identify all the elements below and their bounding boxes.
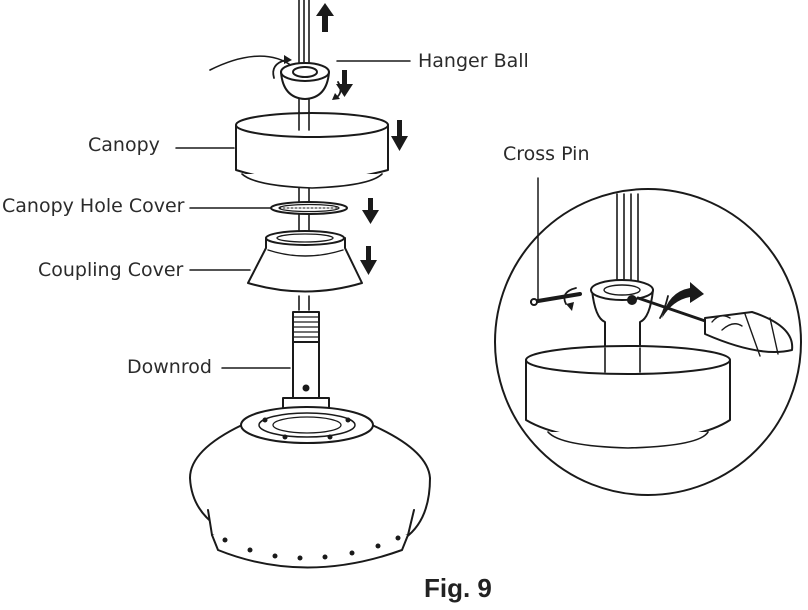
label-coupling-cover: Coupling Cover (38, 259, 184, 281)
canopy (235, 111, 389, 189)
canopy-hole-cover (270, 201, 348, 215)
down-arrow-icon (336, 70, 353, 97)
down-arrow-icon (391, 120, 408, 151)
down-arrow-icon (360, 246, 377, 275)
label-canopy: Canopy (88, 134, 160, 156)
label-canopy-hole-cover: Canopy Hole Cover (2, 195, 185, 217)
up-arrow-icon (316, 3, 334, 32)
curved-arrow-icon (662, 282, 704, 318)
figure-caption: Fig. 9 (424, 573, 492, 603)
downrod (282, 311, 330, 421)
label-cross-pin: Cross Pin (503, 143, 590, 165)
hanger-ball (280, 62, 330, 100)
label-hanger-ball: Hanger Ball (418, 50, 529, 72)
inset-canopy (525, 345, 731, 449)
down-arrow-icon (362, 198, 379, 224)
rotate-arrow-icon (563, 287, 669, 319)
inset-wires (616, 193, 639, 283)
label-downrod: Downrod (127, 356, 212, 378)
coupling-cover (247, 230, 363, 293)
cross-pin (530, 292, 582, 306)
rotate-arrow-icon (272, 55, 342, 100)
screwdriver-icon (636, 296, 794, 357)
motor-housing (189, 406, 431, 569)
